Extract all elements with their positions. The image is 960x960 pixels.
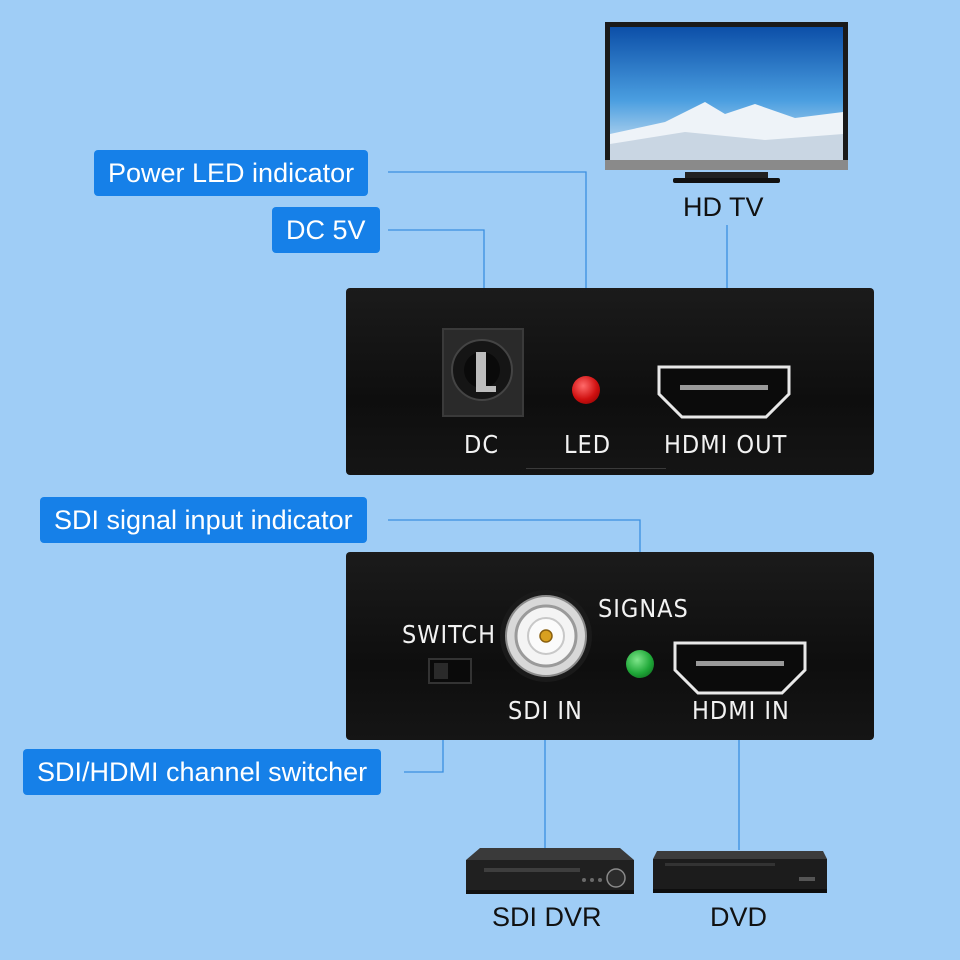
hdmi-in-port[interactable] (672, 640, 808, 696)
dvd-player-icon (653, 851, 827, 893)
signal-led (626, 650, 654, 678)
dc-label: DC (464, 430, 500, 459)
channel-switch[interactable] (428, 658, 472, 684)
led-label: LED (564, 430, 612, 459)
hdmi-out-port[interactable] (656, 364, 792, 420)
hdmi-in-label: HDMI IN (692, 696, 790, 725)
output-unit: DC LED HDMI OUT (346, 288, 874, 475)
tv-caption: HD TV (683, 192, 764, 222)
power-led (572, 376, 600, 404)
dc5v-callout: DC 5V (272, 207, 380, 253)
dc-jack (442, 328, 524, 417)
input-unit: SWITCH SIGNAS SDI IN HDMI IN (346, 552, 874, 740)
signal-label: SIGNAS (598, 594, 689, 623)
sdi-in-label: SDI IN (508, 696, 583, 725)
dc-jack-icon (451, 339, 513, 401)
dvd-caption: DVD (710, 902, 768, 932)
tv-icon (605, 22, 848, 183)
hdmi-out-label: HDMI OUT (664, 430, 788, 459)
sdi-bnc-connector[interactable] (498, 588, 594, 684)
switch-label: SWITCH (402, 620, 497, 649)
hd-tv (605, 22, 848, 187)
power-led-callout: Power LED indicator (94, 150, 369, 196)
dvr-caption: SDI DVR (492, 902, 602, 932)
switcher-callout: SDI/HDMI channel switcher (23, 749, 382, 795)
sdi-signal-callout: SDI signal input indicator (40, 497, 367, 543)
switch-knob (434, 663, 448, 679)
sdi-dvr-icon (466, 848, 634, 894)
bottom-seam (526, 468, 666, 475)
